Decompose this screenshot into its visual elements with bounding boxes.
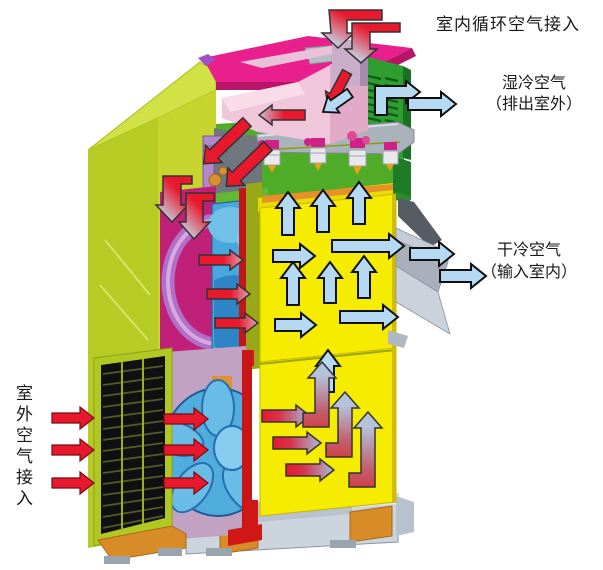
nozzle xyxy=(382,142,399,171)
lower-hx-airflow-arrows xyxy=(261,360,384,488)
label-outdoor-intake: 室外空气接入 xyxy=(13,384,32,510)
label-supply-air-line1: 干冷空气 xyxy=(496,242,561,259)
nozzle xyxy=(304,138,327,171)
label-supply-air-line2: （输入室内） xyxy=(480,264,577,281)
label-recirculation-inlet: 室内循环空气接入 xyxy=(436,15,580,34)
label-exhaust-air: 湿冷空气 （排出室外） xyxy=(468,73,600,115)
supply-out-arrows xyxy=(409,239,488,291)
upper-fan-out-arrows xyxy=(198,248,260,335)
chamber-down-arrows xyxy=(154,175,215,241)
duct-flow-arrows xyxy=(203,68,355,188)
lower-fan-in-arrows xyxy=(163,406,209,496)
outdoor-intake-grille xyxy=(93,347,173,547)
label-exhaust-air-line1: 湿冷空气 xyxy=(501,75,566,92)
exhaust-out-arrows xyxy=(374,78,458,119)
label-exhaust-air-line2: （排出室外） xyxy=(485,96,582,113)
lower-fan-chamber xyxy=(166,346,262,546)
spray-nozzles xyxy=(258,131,401,175)
recirculation-inlet-arrows xyxy=(320,9,401,64)
upper-hx-airflow-arrows xyxy=(272,180,406,393)
outdoor-intake-arrows xyxy=(51,405,95,496)
left-skid xyxy=(97,525,187,564)
nozzle xyxy=(347,131,370,175)
label-supply-air: 干冷空气 （输入室内） xyxy=(460,240,598,284)
